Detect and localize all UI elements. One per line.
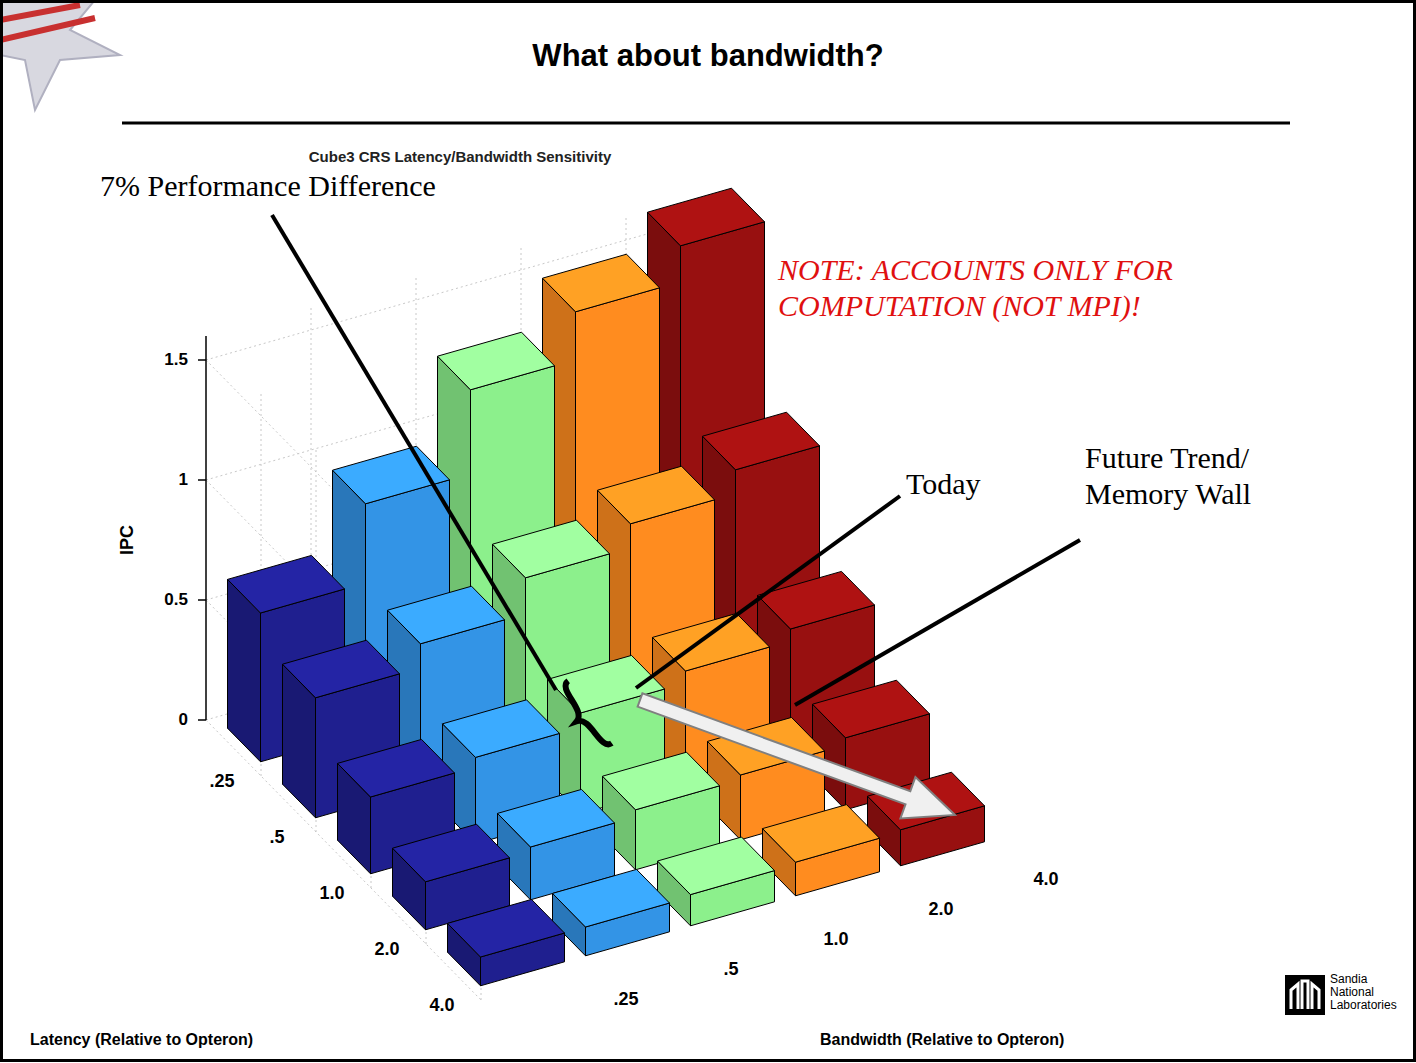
tick-label: 4.0 — [429, 995, 454, 1017]
tick-label: .5 — [269, 827, 284, 849]
tick-label: 1 — [179, 470, 188, 490]
leader-line — [272, 215, 556, 690]
y-tick — [198, 599, 206, 601]
chart-title: Cube3 CRS Latency/Bandwidth Sensitivity — [309, 148, 612, 166]
bar — [658, 837, 775, 926]
bar — [763, 805, 880, 896]
bar-top — [553, 869, 670, 927]
sandia-icon — [1285, 975, 1325, 1015]
y-tick — [198, 359, 206, 361]
bar-top — [448, 899, 565, 957]
tick-label: 2.0 — [374, 939, 399, 961]
bar-top — [758, 571, 875, 629]
axis-title: Latency (Relative to Opteron) — [30, 1030, 253, 1049]
bar-top — [763, 805, 880, 863]
tick-label: 0.5 — [164, 590, 188, 610]
star-stripes — [0, 5, 95, 40]
bar-top — [703, 412, 820, 470]
bar-top — [598, 466, 715, 524]
sandia-symbol — [1291, 981, 1319, 1009]
bar-top — [603, 752, 720, 810]
bar-top — [813, 680, 930, 738]
callout-text: Future Trend/ Memory Wall — [1085, 440, 1345, 512]
bracket — [555, 681, 612, 752]
title-rule — [122, 122, 1290, 125]
bar-top — [283, 640, 400, 698]
bar-top — [338, 739, 455, 797]
callout-text: Today — [906, 466, 981, 502]
bar-top — [543, 254, 660, 312]
leader-line — [795, 540, 1080, 705]
leader-line — [636, 496, 900, 688]
slide-title: What about bandwidth? — [532, 38, 883, 74]
tick-label: .25 — [209, 771, 234, 793]
axis-title: Bandwidth (Relative to Opteron) — [820, 1030, 1064, 1049]
bar-top — [388, 586, 505, 644]
bar-top — [498, 789, 615, 847]
tick-label: 0 — [179, 710, 188, 730]
tick-label: .5 — [723, 959, 738, 981]
bar — [448, 899, 565, 985]
bar-top — [228, 555, 345, 613]
tick-label: .25 — [613, 989, 638, 1011]
tick-label: 2.0 — [928, 899, 953, 921]
tick-label: 4.0 — [1033, 869, 1058, 891]
bar-top — [443, 700, 560, 758]
tick-label: 1.0 — [319, 883, 344, 905]
bar-top — [438, 332, 555, 390]
bar-top — [658, 837, 775, 895]
bar — [553, 869, 670, 955]
star-logo — [0, 0, 120, 110]
note-text: NOTE: ACCOUNTS ONLY FOR COMPUTATION (NOT… — [778, 252, 1378, 324]
trend-arrow — [638, 693, 955, 818]
axis-title: IPC — [117, 525, 139, 555]
callout-text: 7% Performance Difference — [100, 168, 436, 204]
tick-label: 1.0 — [823, 929, 848, 951]
tick-label: 1.5 — [164, 350, 188, 370]
y-tick — [198, 719, 206, 721]
logo-text: Sandia National Laboratories — [1330, 973, 1410, 1013]
bar-top — [393, 824, 510, 882]
bar-top — [648, 188, 765, 246]
bar-top — [333, 446, 450, 504]
bar-top — [493, 520, 610, 578]
y-axis — [205, 336, 207, 720]
y-tick — [198, 479, 206, 481]
